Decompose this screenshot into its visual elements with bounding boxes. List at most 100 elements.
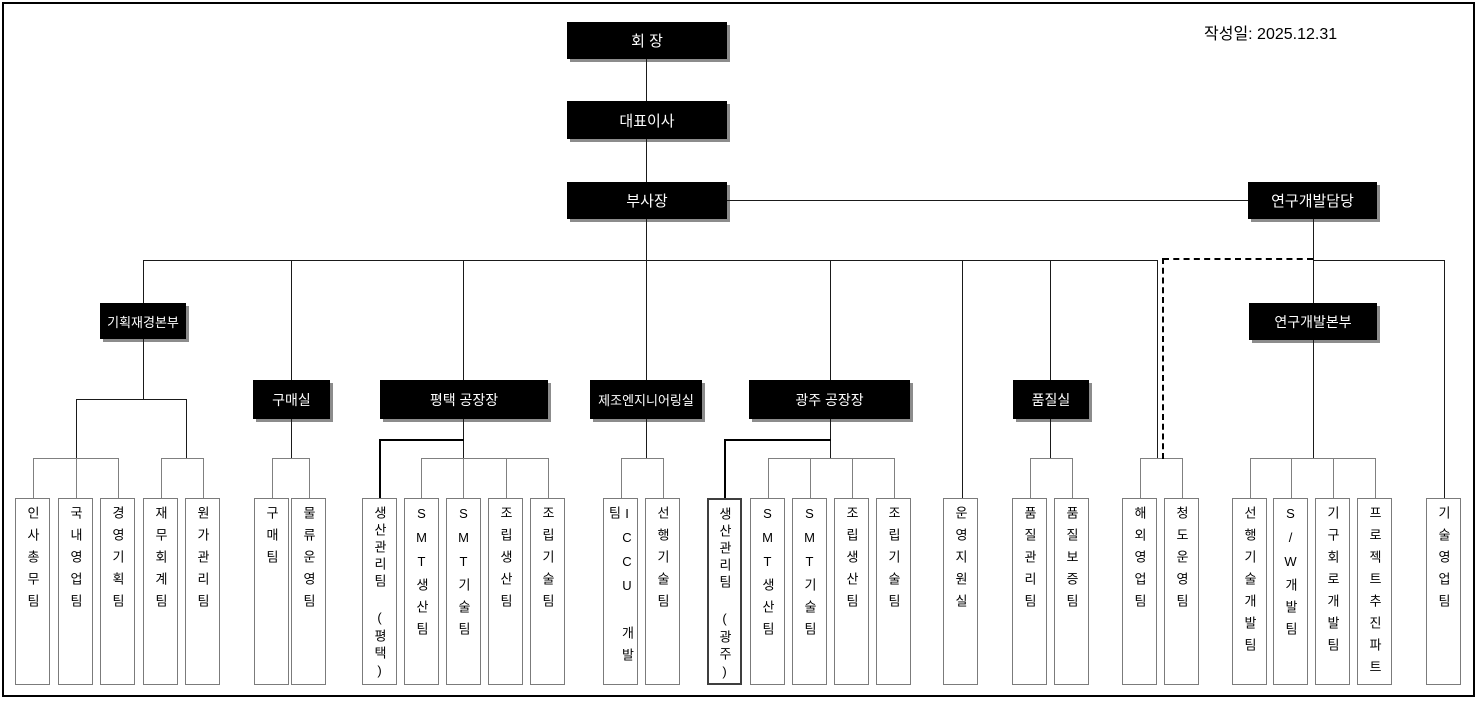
connector-line: [646, 59, 647, 101]
connector-line: [852, 458, 853, 498]
team-box: 재무회계팀: [143, 498, 178, 685]
team-box: ICCU 개발팀: [603, 498, 638, 685]
team-box: SMT기술팀: [446, 498, 481, 685]
team-box: 해외영업팀: [1122, 498, 1157, 685]
connector-line: [1050, 419, 1051, 458]
connector-line: [1250, 458, 1376, 459]
team-label: 기술영업팀: [1436, 506, 1451, 616]
connector-line: [309, 458, 310, 498]
connector-line: [724, 439, 726, 498]
team-label: SMT생산팀: [414, 506, 429, 644]
connector-line: [463, 260, 464, 380]
connector-line: [1444, 260, 1445, 498]
connector-line: [1030, 458, 1073, 459]
connector-line: [186, 399, 187, 458]
connector-line: [768, 458, 769, 498]
creation-date: 작성일: 2025.12.31: [1204, 26, 1338, 43]
team-label: SMT기술팀: [802, 506, 817, 644]
team-box: 운영지원실: [943, 498, 978, 685]
team-box: 기술영업팀: [1426, 498, 1461, 685]
connector-line: [1140, 458, 1183, 459]
connector-line: [143, 260, 144, 303]
team-box: 국내영업팀: [58, 498, 93, 685]
connector-line: [463, 458, 464, 498]
dept-box-mfg-engineering-office: 제조엔지니어링실: [590, 380, 702, 419]
connector-line: [810, 458, 811, 498]
connector-line: [1291, 458, 1292, 498]
connector-line: [727, 200, 1248, 201]
team-box: 청도운영팀: [1164, 498, 1199, 685]
connector-line: [1140, 458, 1141, 498]
connector-line: [76, 458, 77, 498]
connector-line: [421, 458, 422, 498]
team-label: 품질보증팀: [1064, 506, 1079, 616]
team-label: 해외영업팀: [1132, 506, 1147, 616]
team-label: 선행기술팀: [655, 506, 670, 616]
team-box: 프로젝트추진파트: [1357, 498, 1392, 685]
team-label: SMT생산팀: [760, 506, 775, 644]
connector-line: [663, 458, 664, 498]
connector-line: [646, 260, 647, 380]
team-box: 품질관리팀: [1012, 498, 1047, 685]
connector-line: [291, 260, 292, 380]
connector-line: [1182, 458, 1183, 498]
team-box: 물류운영팀: [291, 498, 326, 685]
dashed-connector-line: [1163, 258, 1313, 260]
connector-line: [203, 458, 204, 498]
connector-line: [161, 458, 204, 459]
team-label: 선행기술개발팀: [1242, 506, 1257, 660]
dept-box-planning-finance-hq: 기획재경본부: [100, 303, 186, 339]
dept-box-purchasing-office: 구매실: [253, 380, 330, 419]
team-label: 원가관리팀: [195, 506, 210, 616]
team-box: 기구회로개발팀: [1315, 498, 1350, 685]
connector-line: [506, 458, 507, 498]
connector-line: [272, 458, 273, 498]
team-label: SMT기술팀: [456, 506, 471, 644]
team-label: 생산관리팀 (평택): [372, 506, 387, 682]
dept-box-quality-office: 품질실: [1013, 380, 1089, 419]
dashed-connector-line: [1162, 258, 1164, 459]
connector-line: [463, 441, 464, 458]
dept-box-gwangju-plant: 광주 공장장: [749, 380, 910, 419]
connector-line: [143, 260, 1157, 261]
connector-line: [621, 458, 664, 459]
team-box: 인사총무팀: [15, 498, 50, 685]
connector-line: [1050, 260, 1051, 380]
team-box: 선행기술팀: [645, 498, 680, 685]
connector-line: [830, 441, 831, 458]
team-box: 품질보증팀: [1054, 498, 1089, 685]
dept-box-pyeongtaek-plant: 평택 공장장: [380, 380, 548, 419]
team-label: 조립생산팀: [498, 506, 513, 616]
team-label: 운영지원실: [953, 506, 968, 616]
team-label: 조립기술팀: [540, 506, 555, 616]
team-label: 조립생산팀: [844, 506, 859, 616]
connector-line: [463, 419, 464, 440]
connector-line: [380, 439, 464, 441]
connector-line: [379, 439, 381, 498]
connector-line: [1313, 219, 1314, 303]
connector-line: [1030, 458, 1031, 498]
team-box: 생산관리팀 (평택): [362, 498, 397, 685]
team-box: SMT기술팀: [792, 498, 827, 685]
connector-line: [962, 260, 963, 498]
connector-line: [1250, 458, 1251, 498]
exec-box-ceo: 대표이사: [567, 101, 727, 139]
team-box: 조립생산팀: [834, 498, 869, 685]
connector-line: [621, 458, 622, 498]
connector-line: [646, 219, 647, 260]
team-box: SMT생산팀: [404, 498, 439, 685]
team-box: SMT생산팀: [750, 498, 785, 685]
connector-line: [272, 458, 310, 459]
team-label: S/W개발팀: [1283, 506, 1298, 644]
team-label: 국내영업팀: [68, 506, 83, 616]
team-label: 경영기획팀: [110, 506, 125, 616]
connector-line: [161, 458, 162, 498]
team-box: 구매팀: [254, 498, 289, 685]
connector-line: [768, 458, 895, 459]
connector-line: [894, 458, 895, 498]
team-label: 구매팀: [264, 506, 279, 572]
team-box: 원가관리팀: [185, 498, 220, 685]
exec-box-rnd-director: 연구개발담당: [1248, 182, 1377, 219]
connector-line: [1313, 340, 1314, 458]
